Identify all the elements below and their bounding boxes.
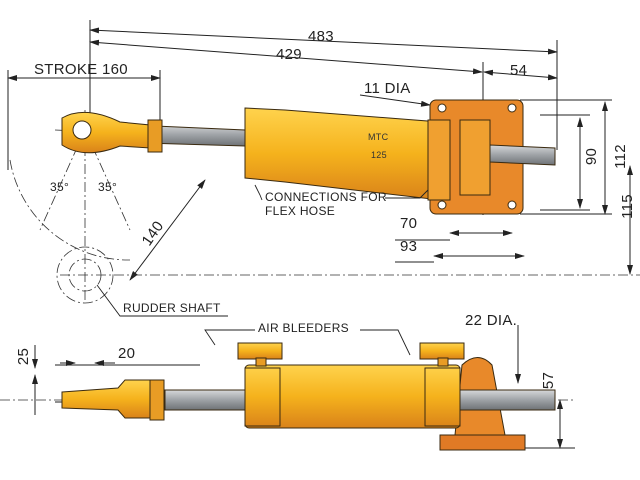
dim-angle-left: 35° xyxy=(50,180,70,194)
dim-center-to-mount: 429 xyxy=(276,46,302,63)
side-rod-eye xyxy=(61,379,161,419)
dimension-lines xyxy=(7,20,633,449)
dim-eye-height: 25 xyxy=(15,347,33,366)
dim-overall: 483 xyxy=(308,28,334,45)
air-bleeder-right xyxy=(419,342,465,360)
base-plate xyxy=(439,434,526,451)
dim-plate-width: 93 xyxy=(400,238,418,255)
side-view-cylinder xyxy=(61,342,556,451)
callout-air-bleeders: AIR BLEEDERS xyxy=(258,321,349,335)
dim-rod-dia: 22 DIA. xyxy=(465,312,518,329)
callout-connections: CONNECTIONS FOR xyxy=(265,190,387,204)
dim-center-height: 115 xyxy=(618,194,636,219)
dim-base-height: 57 xyxy=(540,371,558,390)
side-cylinder-body xyxy=(244,364,461,429)
cylinder-body xyxy=(244,107,441,201)
top-view-cylinder xyxy=(61,99,556,215)
model-line2: 125 xyxy=(371,150,387,160)
dim-angle-right: 35° xyxy=(98,180,118,194)
model-line1: MTC xyxy=(368,132,389,142)
dim-eye-width: 20 xyxy=(118,345,136,362)
dim-mount-offset: 54 xyxy=(510,62,528,79)
dim-stroke: STROKE 160 xyxy=(34,61,128,78)
callout-rudder-shaft: RUDDER SHAFT xyxy=(123,301,221,315)
leader-lines xyxy=(96,184,429,356)
dim-plate-inner-height: 90 xyxy=(583,147,601,166)
dim-bolt-spacing: 70 xyxy=(400,215,418,232)
callout-flex-hose: FLEX HOSE xyxy=(265,204,336,218)
dim-plate-height: 112 xyxy=(611,144,629,169)
dim-bolt-hole: 11 DIA xyxy=(364,80,411,97)
air-bleeder-left xyxy=(237,342,283,360)
